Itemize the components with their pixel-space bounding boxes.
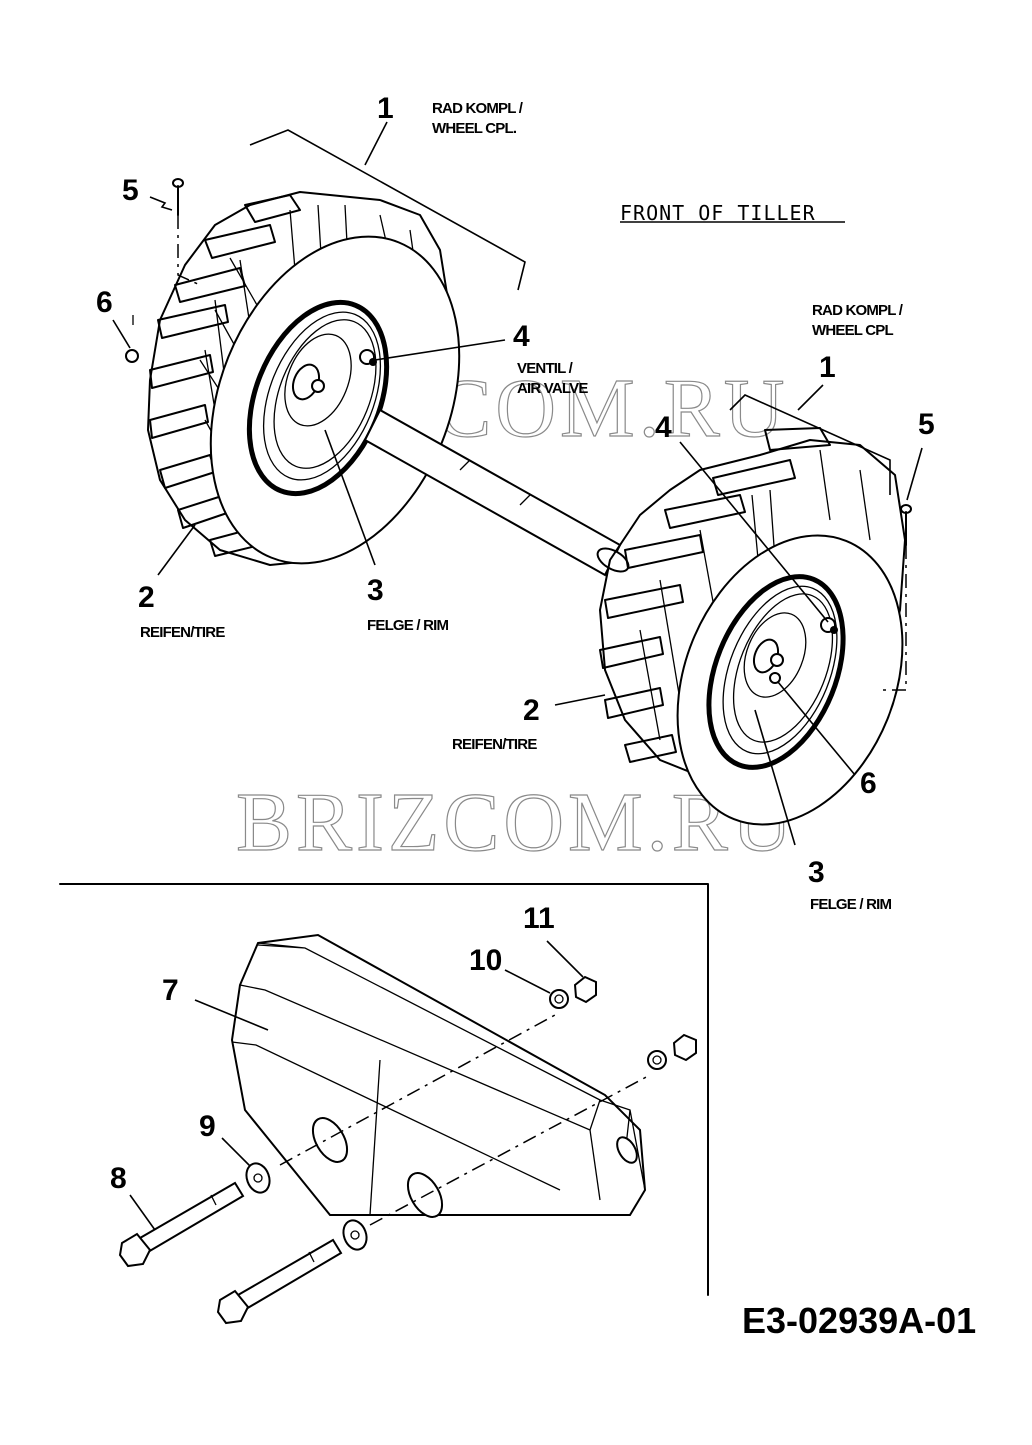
axle-shaft [363,408,630,577]
callout-5-left: 5 [122,174,139,207]
callout-10: 10 [469,944,502,977]
callout-6-right: 6 [860,767,877,800]
label-wheel-cpl-right-1: RAD KOMPL / [812,302,904,319]
callout-2-right: 2 [523,694,540,727]
left-sidewall [209,235,461,565]
washer-lower [342,1219,368,1251]
left-wheel-callouts: 1 RAD KOMPL / WHEEL CPL. 5 6 4 VENTIL / … [96,92,589,641]
left-wheel-assembly [147,191,461,566]
right-sidewall [676,534,904,826]
lock-washer-upper [549,989,569,1009]
callout-3-right: 3 [808,856,825,889]
right-nut [769,672,781,684]
right-air-valve [820,617,838,634]
callout-9: 9 [199,1110,216,1143]
drawing-code: E3-02939A-01 [742,1300,976,1341]
label-valve-1: VENTIL / [517,360,574,377]
label-wheel-cpl-right-2: WHEEL CPL [812,322,893,339]
callout-2-left: 2 [138,581,155,614]
label-valve-2: AIR VALVE [517,380,588,397]
lock-washer-lower [647,1050,667,1070]
label-tire-right: REIFEN/TIRE [452,736,537,753]
callout-4-left: 4 [513,320,530,353]
weight-kit-frame [59,883,709,1296]
callout-1-left: 1 [377,92,394,125]
left-nut [125,315,139,363]
label-wheel-cpl-left-2: WHEEL CPL. [432,120,517,137]
bolt-upper [118,1181,245,1268]
callout-8: 8 [110,1162,127,1195]
label-tire-left: REIFEN/TIRE [140,624,225,641]
label-rim-right: FELGE / RIM [810,896,892,913]
right-rim [706,574,846,770]
right-pin [880,504,912,691]
callout-5-right: 5 [918,408,935,441]
callout-4-right: 4 [655,411,672,444]
callout-11: 11 [523,902,555,935]
label-rim-left: FELGE / RIM [367,617,449,634]
nut-upper [573,975,597,1004]
callout-1-right: 1 [819,351,836,384]
weight-kit-callouts: 7 8 9 10 11 [110,902,584,1231]
callout-7: 7 [162,974,179,1007]
callout-3-left: 3 [367,574,384,607]
callout-6-left: 6 [96,286,113,319]
washer-upper [245,1162,271,1194]
right-wheel-callouts: RAD KOMPL / WHEEL CPL 1 5 4 2 REIFEN/TIR… [452,302,935,913]
weight-block [230,933,651,1226]
label-wheel-cpl-left-1: RAD KOMPL / [432,100,524,117]
bolt-lower [216,1238,343,1325]
front-of-tiller-note: FRONT OF TILLER [620,201,816,225]
nut-lower [672,1033,697,1062]
left-pin [172,178,201,286]
